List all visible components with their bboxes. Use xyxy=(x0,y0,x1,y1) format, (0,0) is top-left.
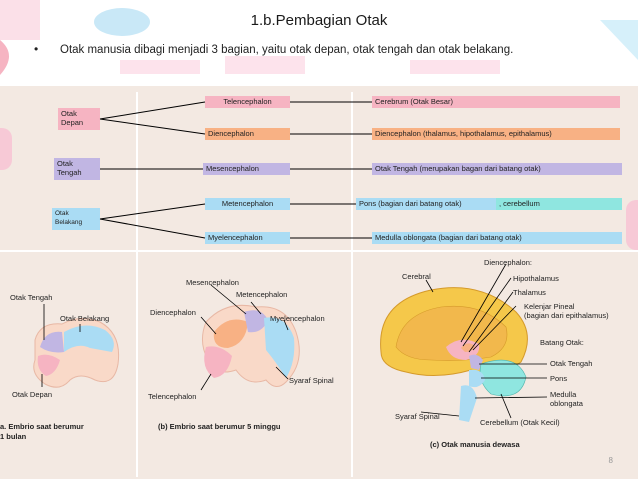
adult-diencephalon: Diencephalon (thalamus, hipothalamus, ep… xyxy=(372,128,620,140)
label-otak-tengah: Otak Tengah xyxy=(10,293,53,302)
sub-mesencephalon: Mesencephalon xyxy=(203,163,290,175)
label-otak-depan: Otak Depan xyxy=(12,390,53,399)
caption-embryo-a: a. Embrio saat berumur 1 bulan xyxy=(0,422,84,441)
caption-embryo-b: (b) Embrio saat berumur 5 minggu xyxy=(158,422,281,431)
label-hipothalamus: Hipothalamus xyxy=(513,274,559,283)
label-myelencephalon: Myelencephalon xyxy=(270,314,325,323)
adult-pons: Pons (bagian dari batang otak) xyxy=(356,198,496,210)
label-otak-tengah-c: Otak Tengah xyxy=(550,359,593,368)
header-decoration xyxy=(0,0,638,89)
label-cerebral: Cerebral xyxy=(402,272,431,281)
label-mesencephalon: Mesencephalon xyxy=(186,278,239,287)
connector-lines xyxy=(99,101,372,239)
label-kelenjar-pineal: Kelenjar Pineal (bagian dari epithalamus… xyxy=(524,302,609,320)
bullet-symbol: • xyxy=(34,42,39,56)
sub-myelencephalon: Myelencephalon xyxy=(205,232,290,244)
panel-divider xyxy=(351,92,353,477)
adult-cerebrum: Cerebrum (Otak Besar) xyxy=(372,96,620,108)
sub-metencephalon: Metencephalon xyxy=(205,198,290,210)
sub-diencephalon: Diencephalon xyxy=(205,128,290,140)
label-metencephalon: Metencephalon xyxy=(236,290,288,299)
label-syaraf-spinal-c: Syaraf Spinal xyxy=(395,412,440,421)
label-otak-belakang: Otak Belakang xyxy=(60,314,110,323)
adult-brain-illustration xyxy=(380,263,548,422)
caption-brain-c: (c) Otak manusia dewasa xyxy=(430,440,520,449)
adult-medulla: Medulla oblongata (bagian dari batang ot… xyxy=(372,232,622,244)
group-otak-depan: Otak Depan xyxy=(58,108,100,130)
label-pons: Pons xyxy=(550,374,568,383)
diagram-panel xyxy=(0,86,638,479)
page-number: 8 xyxy=(608,456,613,465)
group-otak-belakang: Otak Belakang xyxy=(52,208,100,230)
label-thalamus: Thalamus xyxy=(513,288,546,297)
panel-divider xyxy=(136,92,138,477)
label-syaraf-spinal: Syaraf Spinal xyxy=(289,376,334,385)
side-decoration xyxy=(626,200,638,250)
label-diencephalon: Diencephalon xyxy=(150,308,196,317)
bullet-text: Otak manusia dibagi menjadi 3 bagian, ya… xyxy=(60,44,514,56)
embryo-1-month-illustration xyxy=(33,304,120,388)
sub-telencephalon: Telencephalon xyxy=(205,96,290,108)
side-decoration xyxy=(0,128,12,170)
group-otak-tengah: Otak Tengah xyxy=(54,158,100,180)
page-title: 1.b.Pembagian Otak xyxy=(250,12,388,29)
label-batang-otak: Batang Otak: xyxy=(540,338,584,347)
label-medulla: Medulla oblongata xyxy=(550,390,583,408)
panel-divider xyxy=(0,250,638,252)
adult-otak-tengah: Otak Tengah (merupakan bagan dari batang… xyxy=(372,163,622,175)
embryo-5-weeks-illustration xyxy=(200,284,300,391)
label-diencephalon-heading: Diencephalon: xyxy=(484,258,532,267)
label-cerebellum: Cerebellum (Otak Kecil) xyxy=(480,418,560,427)
label-telencephalon: Telencephalon xyxy=(148,392,197,401)
adult-cerebellum: , cerebellum xyxy=(496,198,622,210)
